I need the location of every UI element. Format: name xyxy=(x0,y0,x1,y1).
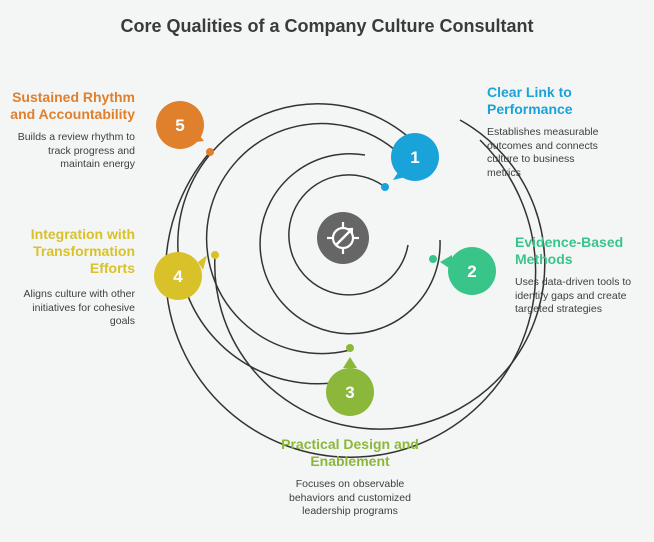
diagram-title: Core Qualities of a Company Culture Cons… xyxy=(120,16,534,36)
item-4-heading: Integration with Transformation Efforts xyxy=(30,226,135,276)
item-2-description: Uses data-driven tools to identify gaps … xyxy=(515,276,632,315)
center-target-icon xyxy=(317,212,369,264)
ring-4 xyxy=(177,103,431,385)
item-1-heading: Clear Link to Performance xyxy=(487,84,573,117)
badge-2-number: 2 xyxy=(467,262,476,281)
ring-5 xyxy=(214,119,546,430)
badge-3: 3 xyxy=(326,357,374,416)
ring-2 xyxy=(259,153,441,335)
badge-1: 1 xyxy=(391,133,439,181)
item-4-description: Aligns culture with other initiatives fo… xyxy=(23,288,135,327)
badge-1-number: 1 xyxy=(410,148,419,167)
connector-dot-1 xyxy=(381,183,389,191)
ring-3 xyxy=(205,122,396,355)
badge-5-number: 5 xyxy=(175,116,184,135)
item-3-description: Focuses on observable behaviors and cust… xyxy=(289,478,411,517)
item-3-heading: Practical Design and Enablement xyxy=(281,436,419,469)
connector-dot-2 xyxy=(429,255,437,263)
connector-dot-5 xyxy=(206,148,214,156)
badge-4-number: 4 xyxy=(173,267,183,286)
badge-5: 5 xyxy=(156,101,204,149)
ring-1 xyxy=(288,174,409,296)
item-5-heading: Sustained Rhythm and Accountability xyxy=(10,89,135,122)
badge-3-number: 3 xyxy=(345,383,354,402)
item-1-description: Establishes measurable outcomes and conn… xyxy=(487,126,599,179)
connector-dot-4 xyxy=(211,251,219,259)
connector-dot-3 xyxy=(346,344,354,352)
item-5-description: Builds a review rhythm to track progress… xyxy=(17,131,135,170)
item-2-heading: Evidence-Based Methods xyxy=(515,234,624,267)
badge-2: 2 xyxy=(440,247,496,295)
spiral-rings xyxy=(164,103,546,458)
badge-4: 4 xyxy=(154,252,207,300)
